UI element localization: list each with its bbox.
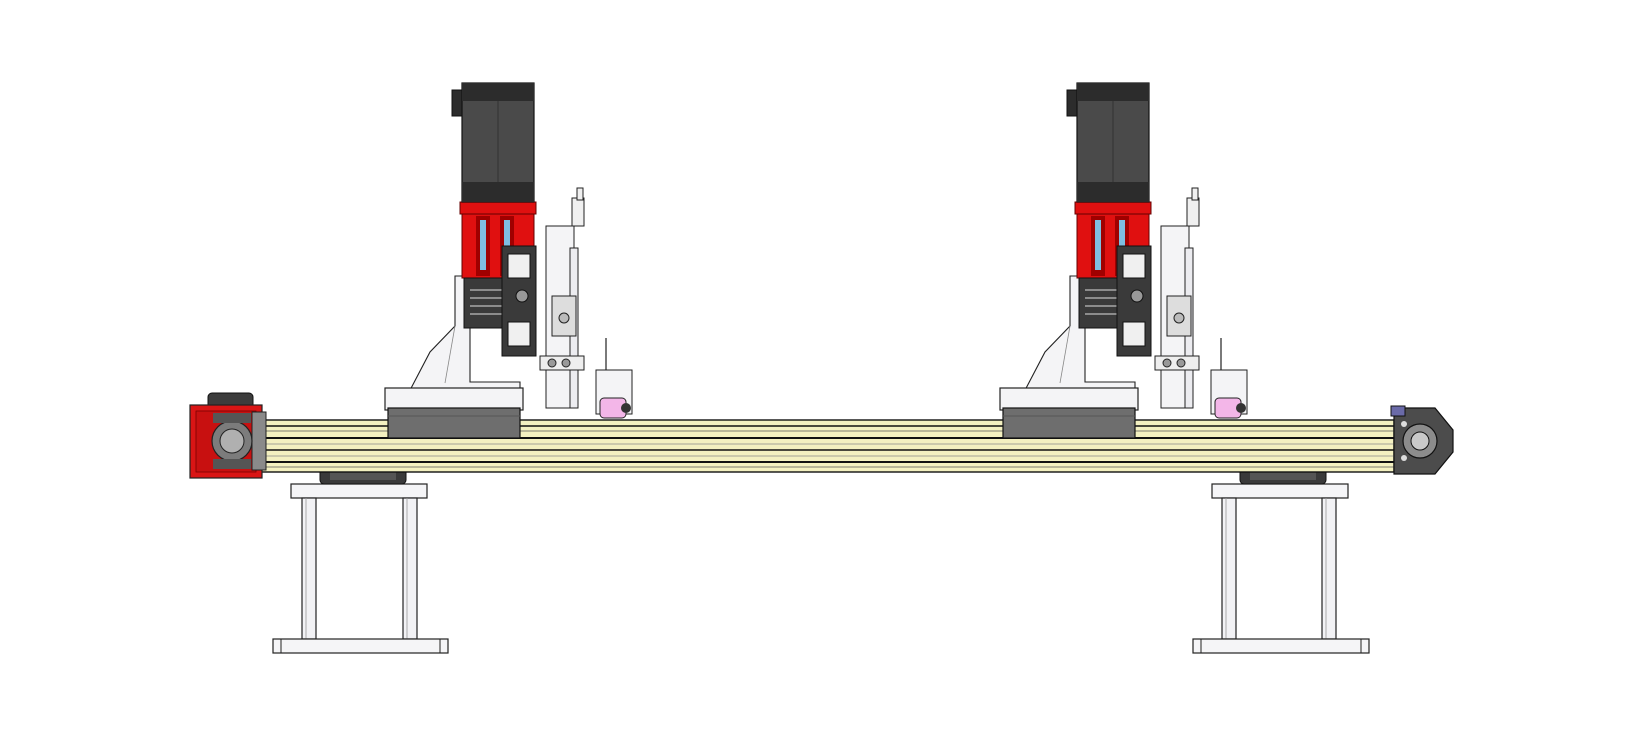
servo-motor-left [451,82,535,203]
proximity-sensor-left [595,338,633,419]
drive-end-cap-red [189,392,267,479]
idler-end-cap-gray [1390,405,1454,475]
carriage-assembly-left [384,82,633,439]
support-stand-right [1192,483,1370,654]
carriage-assembly-right [999,82,1248,439]
support-stand-left [272,483,449,654]
carriage-right [999,387,1139,439]
proximity-sensor-right [1210,338,1248,419]
carriage-left [384,387,524,439]
servo-motor-right [1066,82,1150,203]
